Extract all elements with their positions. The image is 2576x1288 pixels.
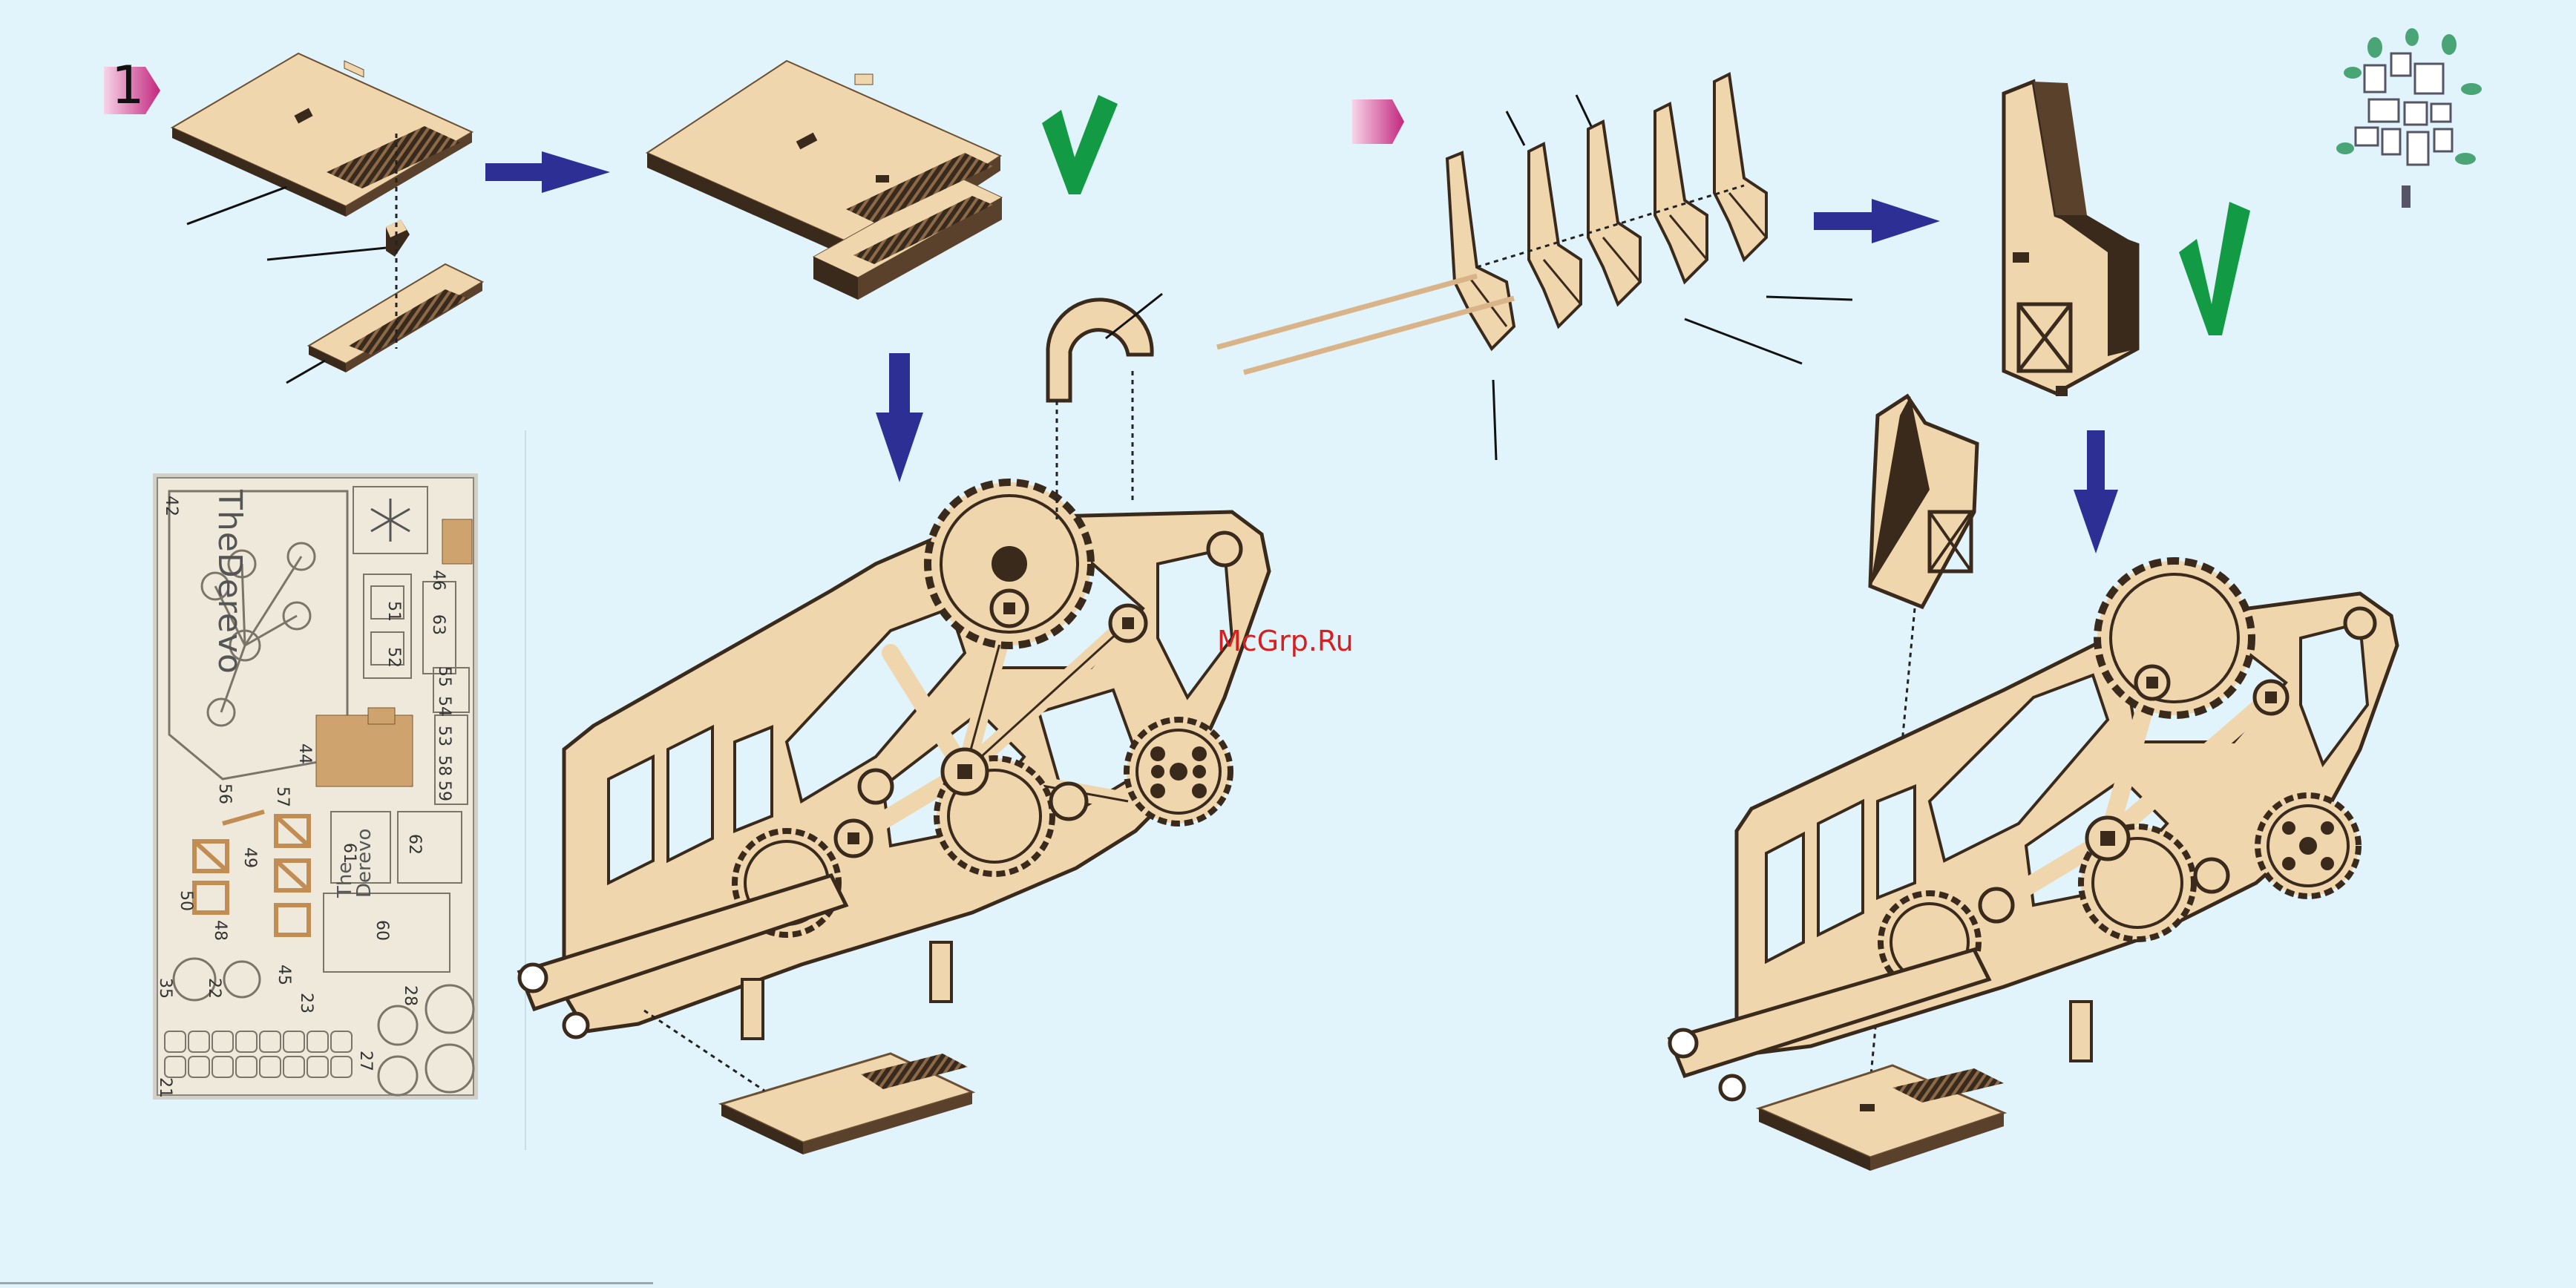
base-plate-assembled (647, 61, 1002, 300)
part-number: 54 (435, 696, 453, 717)
chair-assembled (2004, 82, 2137, 396)
check-mark-icon (1042, 95, 1118, 194)
part-number: 60 (373, 920, 391, 941)
part-number: 35 (156, 978, 174, 999)
down-arrow-icon (876, 353, 923, 482)
tree-logo-icon (2336, 28, 2482, 208)
base-plate-exploded (172, 53, 482, 383)
chair-parts-exploded (1217, 74, 1852, 460)
part-number: 23 (297, 993, 315, 1013)
footer-rule (0, 1282, 653, 1284)
part-number: 58 (435, 755, 453, 776)
step-1-number: 1 (111, 55, 145, 116)
part-number: 21 (156, 1077, 174, 1098)
right-arrow-icon (1814, 199, 1940, 243)
right-arrow-icon (485, 151, 610, 193)
part-number: 59 (435, 781, 453, 801)
down-arrow-icon (2074, 430, 2118, 553)
part-number: 46 (429, 570, 448, 591)
part-number: 44 (295, 743, 314, 764)
part-number: 51 (384, 601, 403, 622)
sheet-brand-text: TheDerevo (211, 490, 249, 674)
part-number: 62 (405, 834, 424, 855)
part-number: 42 (162, 496, 180, 516)
part-number: 57 (273, 786, 292, 807)
part-number: 55 (435, 666, 453, 687)
part-number: 52 (384, 647, 403, 668)
sheet-brand-small-text: The Derevo (335, 829, 374, 898)
part-number: 49 (240, 847, 259, 868)
check-mark-icon (2179, 202, 2250, 335)
part-number: 63 (429, 614, 448, 635)
part-number: 48 (211, 920, 229, 941)
part-number: 53 (435, 726, 453, 746)
step-2-badge (1352, 99, 1404, 144)
part-number: 22 (205, 978, 223, 999)
part-number: 45 (275, 965, 293, 985)
part-number: 28 (401, 985, 419, 1006)
part-number: 27 (356, 1051, 375, 1071)
part-number: 50 (177, 890, 195, 911)
main-frame-assembly-right (1670, 561, 2397, 1171)
watermark-text: McGrp.Ru (1217, 625, 1354, 657)
parts-sheet: 42 46 51 52 63 55 54 53 44 58 59 56 57 4… (153, 473, 478, 1100)
part-number: 56 (215, 783, 234, 804)
